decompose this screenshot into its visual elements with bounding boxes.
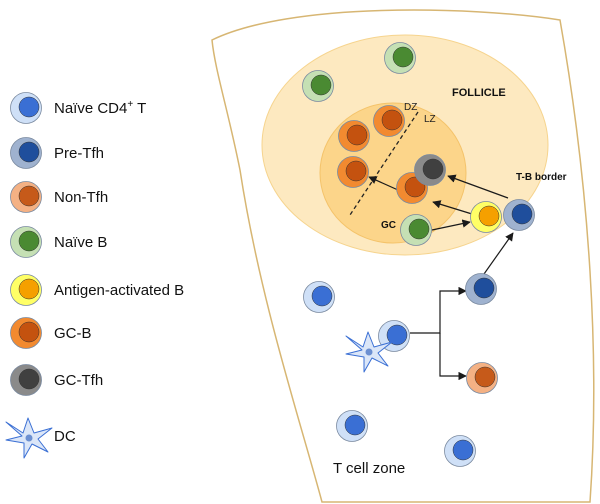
arrow-dc-branch [410, 286, 467, 334]
dz-label: DZ [404, 102, 417, 113]
gc-b-cell [338, 120, 370, 152]
legend-gc-tfh-icon [10, 364, 42, 396]
naive-b-cell [302, 70, 334, 102]
naive-b-cell [384, 42, 416, 74]
naive-t-cell [336, 410, 368, 442]
legend-dc-icon [5, 417, 53, 459]
non-tfh-cell [466, 362, 498, 394]
legend-pre-tfh-label: Pre-Tfh [54, 145, 104, 162]
arrow-gcb-to-dz [368, 176, 399, 191]
arrows [368, 174, 514, 381]
legend-naive-cd4-t-icon [10, 92, 42, 124]
legend-gc-b-label: GC-B [54, 325, 92, 342]
cells-layer [302, 42, 535, 467]
arrow-actb-to-gcb [432, 200, 473, 215]
tcell-zone-label: T cell zone [333, 460, 405, 477]
pre-tfh-cell [465, 273, 497, 305]
legend-gc-b-icon [10, 317, 42, 349]
legend-antigen-activated-b-icon [10, 274, 42, 306]
legend-naive-b-icon [10, 226, 42, 258]
arrow-tb-to-gctfh [447, 174, 509, 199]
legend-non-tfh-label: Non-Tfh [54, 189, 108, 206]
arrow-naiveb-to-actb [431, 219, 471, 231]
antigen-activated-b-cell [470, 201, 502, 233]
pre-tfh-cell [503, 199, 535, 231]
dc-cell [345, 331, 393, 373]
follicle-label: FOLLICLE [452, 87, 506, 99]
tb-border-label: T-B border [516, 172, 567, 183]
legend-naive-cd4-t-label: Naïve CD4+ T [54, 99, 146, 117]
arrow-pretfh-to-tb [483, 232, 514, 275]
legend-antigen-activated-b-label: Antigen-activated B [54, 282, 184, 299]
arrow-dc-branch-lower [439, 333, 467, 381]
legend-non-tfh-icon [10, 181, 42, 213]
naive-t-cell [444, 435, 476, 467]
gc-tfh-cell [414, 154, 446, 186]
lz-label: LZ [424, 114, 436, 125]
naive-b-cell [400, 214, 432, 246]
legend-dc-label: DC [54, 428, 76, 445]
gc-b-cell [373, 105, 405, 137]
gc-label: GC [381, 220, 396, 231]
naive-t-cell [303, 281, 335, 313]
legend-naive-b-label: Naïve B [54, 234, 107, 251]
legend-pre-tfh-icon [10, 137, 42, 169]
legend-gc-tfh-label: GC-Tfh [54, 372, 103, 389]
gc-b-cell [337, 156, 369, 188]
